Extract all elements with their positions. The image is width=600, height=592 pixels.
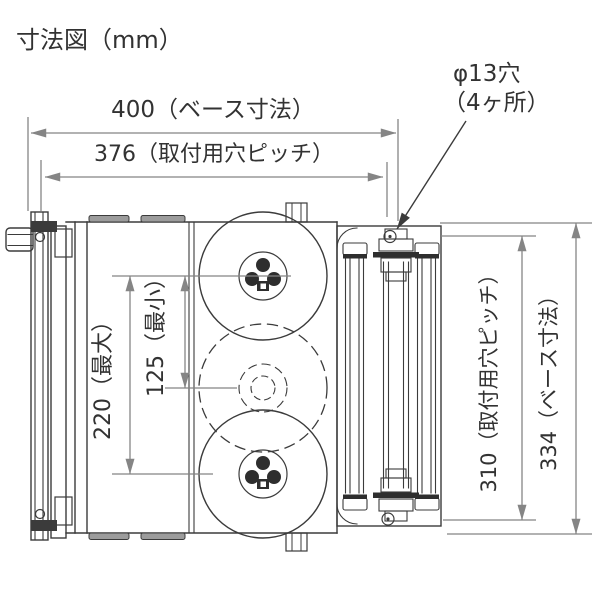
left-hole-bottom [34,508,46,520]
drawing-title: 寸法図（mm） [16,26,183,54]
body-tab [140,215,186,223]
left-pipe-stub [5,227,34,252]
dim-base-width-label: 400（ベース寸法） [111,97,315,123]
dim-hole-pitch-y-label: 310（取付用穴ピッチ） [477,263,501,492]
reel-hub-top [245,258,281,291]
body-tab [88,215,130,223]
left-hole-top [34,231,46,243]
body-tab [88,532,130,540]
body-boss-top [285,202,308,223]
body-boss-bottom [285,532,308,552]
hole-callout-leader [396,120,467,230]
hole-callout-line2: （4ヶ所） [443,90,550,116]
dim-hole-pitch-x-label: 376（取付用穴ピッチ） [94,142,334,167]
dim-reel-max-label: 220（最大） [91,310,116,440]
reel-middle-phantom [198,323,328,453]
left-corner-bottom [31,520,57,531]
right-mount-bracket [336,225,442,527]
left-corner-top [31,221,57,232]
hole-callout: φ13穴 （4ヶ所） [443,61,550,116]
device-body [65,202,338,552]
left-rail-inner [50,225,67,539]
reel-hub-bottom [245,456,281,489]
dim-base-height-label: 334（ベース寸法） [537,285,561,471]
mounting-hole-bottom [381,512,395,526]
hole-callout-line1: φ13穴 [453,61,520,87]
left-mount-bracket [5,211,73,541]
dim-reel-min-label: 125（最小） [144,267,169,397]
reel-bottom [198,409,328,539]
body-tab [140,532,186,540]
left-rail-outer [30,211,49,541]
mounting-hole-top [383,229,397,244]
